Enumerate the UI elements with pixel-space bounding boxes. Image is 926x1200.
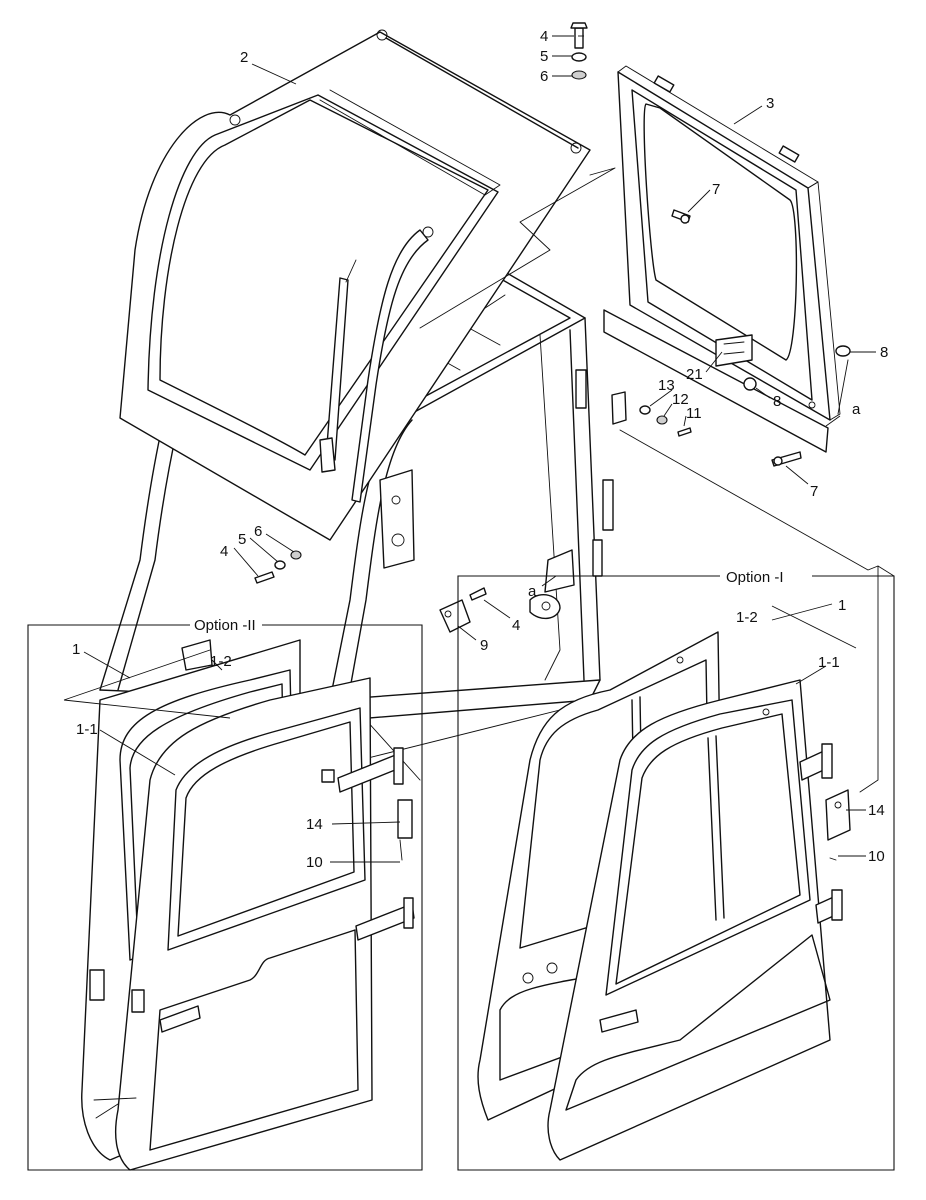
callout-2: 2 bbox=[240, 49, 248, 66]
callout-6-top: 6 bbox=[540, 68, 548, 85]
callout-4-mid: 4 bbox=[512, 617, 520, 634]
callout-14-left: 14 bbox=[306, 816, 323, 833]
callout-5-top: 5 bbox=[540, 48, 548, 65]
hardware-fasteners bbox=[254, 22, 851, 633]
callout-a-mid: a bbox=[528, 583, 537, 600]
callout-1-top: 1 bbox=[838, 597, 846, 614]
callout-10-right: 10 bbox=[868, 848, 885, 865]
callout-7-lower: 7 bbox=[810, 483, 818, 500]
callout-8-right: 8 bbox=[880, 344, 888, 361]
callout-9: 9 bbox=[480, 637, 488, 654]
callout-3: 3 bbox=[766, 95, 774, 112]
callout-21: 21 bbox=[686, 366, 703, 383]
callout-6-left: 6 bbox=[254, 523, 262, 540]
callout-8-lower: 8 bbox=[773, 393, 781, 410]
callout-13: 13 bbox=[658, 377, 675, 394]
callout-1-1-top: 1-1 bbox=[818, 654, 840, 671]
callout-10-left: 10 bbox=[306, 854, 323, 871]
callout-7-upper: 7 bbox=[712, 181, 720, 198]
callout-12: 12 bbox=[672, 391, 689, 408]
front-window-frame bbox=[119, 29, 591, 541]
callout-5-left: 5 bbox=[238, 531, 246, 548]
option-i-label: Option -I bbox=[726, 569, 784, 586]
callout-labels: 2 4 5 6 3 7 8 21 8 13 12 11 a 7 6 5 4 a … bbox=[72, 28, 888, 871]
callout-14-right: 14 bbox=[868, 802, 885, 819]
callout-1-left: 1 bbox=[72, 641, 80, 658]
option-i-group bbox=[457, 429, 895, 1171]
rear-window-frame bbox=[419, 65, 841, 453]
leader-lines bbox=[63, 35, 876, 863]
callout-1-2-top: 1-2 bbox=[736, 609, 758, 626]
callout-4-top: 4 bbox=[540, 28, 548, 45]
callout-1-1-left: 1-1 bbox=[76, 721, 98, 738]
callout-a-right: a bbox=[852, 401, 861, 418]
callout-4-left: 4 bbox=[220, 543, 228, 560]
callout-11: 11 bbox=[686, 405, 702, 422]
callout-1-2-left: 1-2 bbox=[210, 653, 232, 670]
option-ii-group bbox=[27, 624, 423, 1171]
option-ii-label: Option -II bbox=[194, 617, 256, 634]
